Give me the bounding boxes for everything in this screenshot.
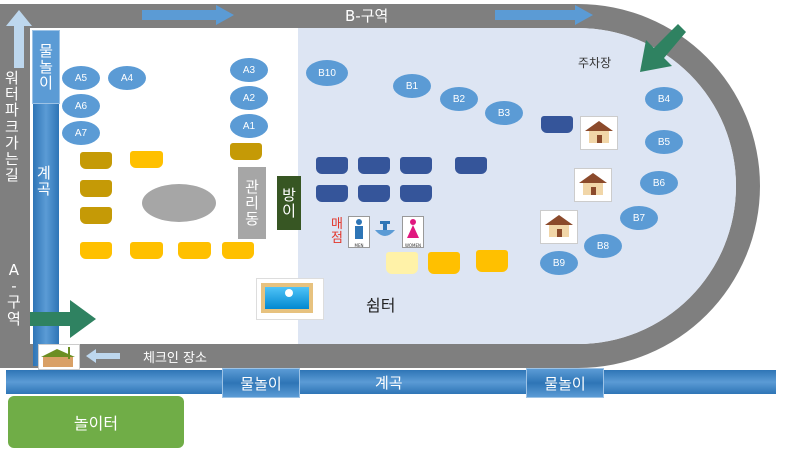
bottom-valley [6, 370, 776, 394]
deck[interactable] [541, 116, 573, 133]
site-b2[interactable]: B2 [440, 87, 478, 111]
sink-icon [371, 218, 399, 244]
arrow-right-icon [495, 5, 593, 25]
bottom-waterplay-left[interactable]: 물놀이 [222, 368, 300, 398]
deck[interactable] [130, 242, 163, 259]
pool[interactable] [256, 278, 324, 320]
site-a6[interactable]: A6 [62, 94, 100, 118]
site-a7[interactable]: A7 [62, 121, 100, 145]
pool-float-icon [285, 289, 293, 297]
shelter-label: 쉼터 [366, 296, 396, 315]
checkin-label: 체크인 장소 [143, 351, 207, 366]
deck[interactable] [476, 250, 508, 272]
central-plaza [142, 184, 216, 222]
deck[interactable] [428, 252, 460, 274]
site-b3[interactable]: B3 [485, 101, 523, 125]
deck[interactable] [386, 252, 418, 274]
site-a3[interactable]: A3 [230, 58, 268, 82]
site-a5[interactable]: A5 [62, 66, 100, 90]
house-icon[interactable] [574, 168, 612, 202]
bottom-valley-label: 계곡 [375, 374, 403, 392]
deck[interactable] [455, 157, 487, 174]
site-b5[interactable]: B5 [645, 130, 683, 154]
entrance-arrow-icon [30, 300, 96, 338]
arrow-up-icon [6, 10, 32, 68]
site-b7[interactable]: B7 [620, 206, 658, 230]
deck[interactable] [358, 185, 390, 202]
parking-arrow-icon [640, 24, 686, 72]
deck[interactable] [358, 157, 390, 174]
arrow-left-icon [86, 349, 120, 363]
site-b9[interactable]: B9 [540, 251, 578, 275]
site-b1[interactable]: B1 [393, 74, 431, 98]
deck[interactable] [130, 151, 163, 168]
site-b4[interactable]: B4 [645, 87, 683, 111]
house-icon[interactable] [580, 116, 618, 150]
checkin-icon[interactable] [38, 344, 80, 370]
b-zone-label: B-구역 [345, 7, 389, 25]
bottom-waterplay-right[interactable]: 물놀이 [526, 368, 604, 398]
arrow-right-icon [142, 5, 234, 25]
site-b8[interactable]: B8 [584, 234, 622, 258]
deck[interactable] [80, 152, 112, 169]
womens-restroom[interactable]: WOMEN [402, 216, 424, 248]
parking-label: 주차장 [578, 56, 612, 70]
mens-restroom[interactable]: MEN [348, 216, 370, 248]
playground[interactable]: 놀이터 [8, 396, 184, 448]
deck[interactable] [400, 157, 432, 174]
man-icon [355, 219, 363, 239]
site-b6[interactable]: B6 [640, 171, 678, 195]
site-a4[interactable]: A4 [108, 66, 146, 90]
deck[interactable] [400, 185, 432, 202]
deck[interactable] [316, 185, 348, 202]
site-a2[interactable]: A2 [230, 86, 268, 110]
deck[interactable] [316, 157, 348, 174]
deck[interactable] [80, 180, 112, 197]
deck[interactable] [230, 143, 262, 160]
deck[interactable] [80, 207, 112, 224]
site-a1[interactable]: A1 [230, 114, 268, 138]
deck[interactable] [80, 242, 112, 259]
house-icon[interactable] [540, 210, 578, 244]
site-b10[interactable]: B10 [306, 60, 348, 86]
deck[interactable] [178, 242, 211, 259]
deck[interactable] [222, 242, 254, 259]
woman-icon [407, 219, 419, 238]
